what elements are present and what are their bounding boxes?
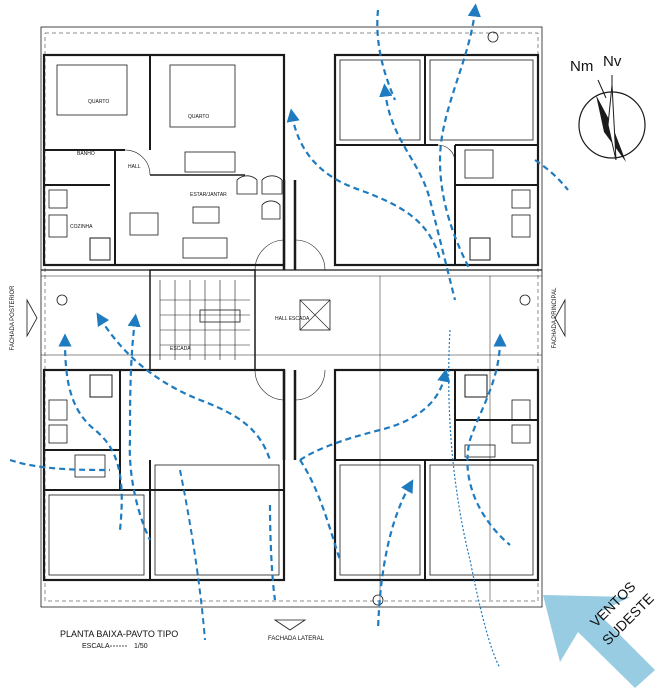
room-label-hall-escada: HALL ESCADA bbox=[275, 316, 310, 322]
room-label-banho: BANHO bbox=[77, 151, 95, 157]
apartment-top-right bbox=[333, 53, 540, 267]
room-label-quarto-2: QUARTO bbox=[188, 114, 209, 120]
room-label-escada: ESCADA bbox=[170, 346, 191, 352]
wind-flow-paths bbox=[9, 3, 569, 641]
building-outline bbox=[40, 26, 543, 608]
north-true-label: Nv bbox=[603, 53, 622, 70]
wind-direction-arrow: VENTOS SUDESTE bbox=[543, 578, 657, 688]
apartment-bottom-left bbox=[42, 368, 286, 582]
apartment-top-left bbox=[42, 53, 286, 267]
drawing-title: PLANTA BAIXA-PAVTO TIPO bbox=[60, 629, 178, 639]
apartment-bottom-right bbox=[333, 368, 540, 582]
north-arrow-icon: Nm Nv bbox=[570, 53, 646, 162]
room-label-estar: ESTAR/JANTAR bbox=[190, 192, 227, 198]
title-block: PLANTA BAIXA-PAVTO TIPO ESCALA 1/50 bbox=[60, 629, 178, 650]
room-label-cozinha: COZINHA bbox=[70, 224, 93, 230]
wind-flow-path-fine bbox=[448, 329, 501, 669]
facade-principal-label: FACHADA PRINCIPAL bbox=[552, 287, 558, 349]
room-label-hall: HALL bbox=[128, 164, 141, 170]
facade-markers bbox=[26, 31, 566, 631]
room-label-quarto-1: QUARTO bbox=[88, 99, 109, 105]
facade-lateral-label: FACHADA LATERAL bbox=[268, 636, 325, 642]
scale-value: 1/50 bbox=[134, 643, 148, 650]
room-labels: QUARTO QUARTO BANHO COZINHA HALL ESTAR/J… bbox=[70, 99, 310, 352]
north-magnetic-label: Nm bbox=[570, 58, 593, 75]
scale-label: ESCALA bbox=[82, 643, 110, 650]
stair-core bbox=[149, 180, 491, 600]
facade-posterior-label: FACHADA POSTERIOR bbox=[10, 285, 16, 351]
